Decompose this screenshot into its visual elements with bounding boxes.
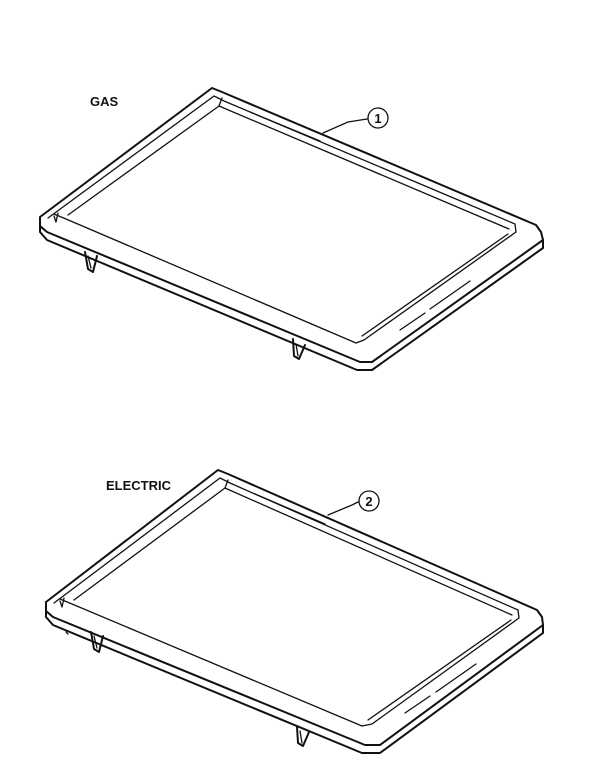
callout-number-1: 1: [374, 111, 381, 126]
variant-label-electric: ELECTRIC: [106, 478, 172, 493]
griddle-part-2: ELECTRIC: [45, 469, 544, 754]
griddle-part-1: GAS 1: [39, 87, 544, 371]
griddle-tray-electric: [45, 469, 544, 754]
callout-2: 2: [327, 490, 380, 516]
variant-label-gas: GAS: [90, 94, 119, 109]
callout-1: 1: [322, 107, 389, 134]
griddle-tray-gas: [39, 87, 544, 371]
callout-number-2: 2: [365, 494, 372, 509]
